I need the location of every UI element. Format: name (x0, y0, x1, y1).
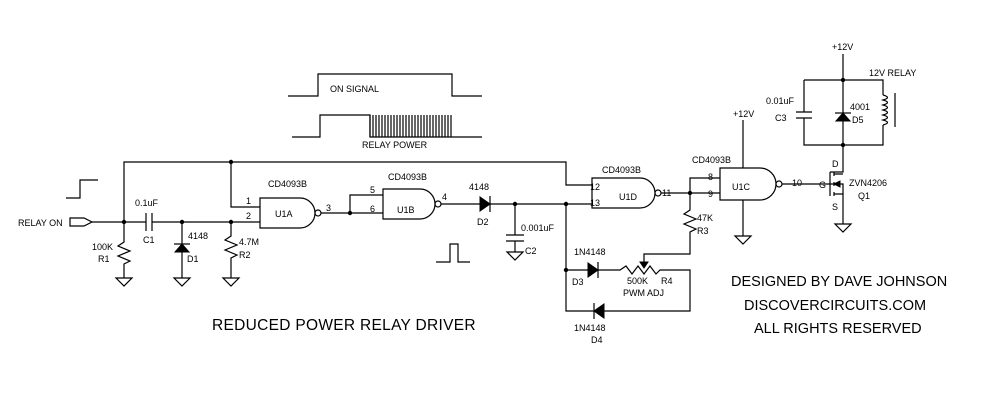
svg-text:4.7M: 4.7M (239, 237, 259, 247)
svg-text:1N4148: 1N4148 (574, 247, 606, 257)
svg-text:CD4093B: CD4093B (268, 179, 307, 189)
vcc-u1c-label: +12V (733, 109, 754, 119)
svg-text:6: 6 (370, 204, 375, 214)
diode-d1: 4148 D1 (172, 222, 208, 287)
relay-power-label: RELAY POWER (362, 140, 428, 150)
svg-text:0.1uF: 0.1uF (135, 198, 159, 208)
resistor-r1: 100K R1 (92, 222, 134, 287)
credit-rights: ALL RIGHTS RESERVED (754, 321, 922, 337)
credit-designer: DESIGNED BY DAVE JOHNSON (731, 274, 947, 290)
svg-text:12V RELAY: 12V RELAY (869, 68, 916, 78)
diode-d2: 4148 D2 (469, 182, 491, 227)
capacitor-c2: 0.001uF C2 (505, 204, 555, 261)
svg-text:S: S (832, 202, 838, 212)
svg-text:1N4148: 1N4148 (574, 323, 606, 333)
diode-d4: 1N4148 D4 (574, 303, 606, 345)
svg-text:ZVN4206: ZVN4206 (849, 178, 887, 188)
svg-text:500K: 500K (627, 276, 648, 286)
svg-text:D3: D3 (572, 277, 584, 287)
credit-website: DISCOVERCIRCUITS.COM (744, 298, 926, 314)
svg-text:4: 4 (442, 192, 447, 202)
on-signal-waveform: ON SIGNAL (288, 73, 482, 97)
svg-text:CD4093B: CD4093B (388, 172, 427, 182)
gate-u1d: U1D CD4093B 12 13 11 (590, 165, 671, 209)
gate-u1c: U1C CD4093B 8 9 10 (692, 155, 802, 201)
svg-text:0.001uF: 0.001uF (521, 223, 555, 233)
svg-text:D4: D4 (591, 335, 603, 345)
on-signal-label: ON SIGNAL (330, 84, 379, 94)
svg-text:D1: D1 (187, 254, 199, 264)
gate-u1a: U1A CD4093B 1 2 3 (246, 179, 331, 229)
svg-text:U1C: U1C (732, 182, 751, 192)
vcc-top-label: +12V (832, 42, 853, 52)
svg-text:C3: C3 (775, 113, 787, 123)
diode-d3: 1N4148 D3 (572, 247, 606, 287)
page-title: REDUCED POWER RELAY DRIVER (212, 317, 476, 334)
svg-text:CD4093B: CD4093B (602, 165, 641, 175)
svg-text:8: 8 (708, 172, 713, 182)
pwm-burst (369, 115, 452, 137)
gate-u1b: U1B CD4093B 5 6 4 (370, 172, 447, 220)
svg-text:2: 2 (246, 211, 251, 221)
svg-text:CD4093B: CD4093B (692, 155, 731, 165)
input-trigger-waveform (66, 179, 98, 199)
diode-d5: 4001 D5 (834, 80, 870, 145)
svg-text:13: 13 (590, 198, 600, 208)
svg-text:47K: 47K (697, 213, 713, 223)
svg-text:C1: C1 (143, 235, 155, 245)
resistor-r3: 47K R3 (643, 193, 713, 262)
svg-text:C2: C2 (525, 246, 537, 256)
svg-text:0.01uF: 0.01uF (766, 96, 795, 106)
svg-text:PWM ADJ: PWM ADJ (623, 288, 664, 298)
input-connector (69, 217, 94, 227)
svg-text:10: 10 (792, 178, 802, 188)
svg-text:R4: R4 (661, 276, 673, 286)
svg-text:U1B: U1B (397, 205, 415, 215)
svg-text:R1: R1 (98, 254, 110, 264)
potentiometer-r4: 500K R4 PWM ADJ (623, 261, 673, 298)
svg-text:3: 3 (326, 203, 331, 213)
capacitor-c3: 0.01uF C3 (766, 96, 795, 123)
svg-text:100K: 100K (92, 242, 113, 252)
svg-text:R2: R2 (239, 250, 251, 260)
svg-text:4148: 4148 (188, 231, 208, 241)
resistor-r2: 4.7M R2 (221, 222, 259, 287)
svg-text:4148: 4148 (469, 182, 489, 192)
svg-text:4001: 4001 (850, 102, 870, 112)
svg-text:D2: D2 (477, 217, 489, 227)
relay-coil: 12V RELAY (869, 68, 916, 127)
svg-text:1: 1 (246, 196, 251, 206)
svg-text:R3: R3 (697, 226, 709, 236)
relay-power-waveform: RELAY POWER (292, 114, 482, 150)
svg-text:G: G (819, 180, 826, 190)
pulse-symbol (436, 243, 470, 263)
mosfet-q1: G D S ZVN4206 Q1 (819, 145, 887, 233)
svg-text:D5: D5 (852, 115, 864, 125)
svg-text:9: 9 (708, 189, 713, 199)
svg-text:12: 12 (590, 182, 600, 192)
svg-text:U1A: U1A (275, 209, 293, 219)
svg-text:D: D (832, 159, 839, 169)
svg-text:U1D: U1D (619, 192, 638, 202)
relay-on-label: RELAY ON (18, 218, 63, 228)
svg-text:5: 5 (370, 185, 375, 195)
svg-text:Q1: Q1 (858, 191, 870, 201)
